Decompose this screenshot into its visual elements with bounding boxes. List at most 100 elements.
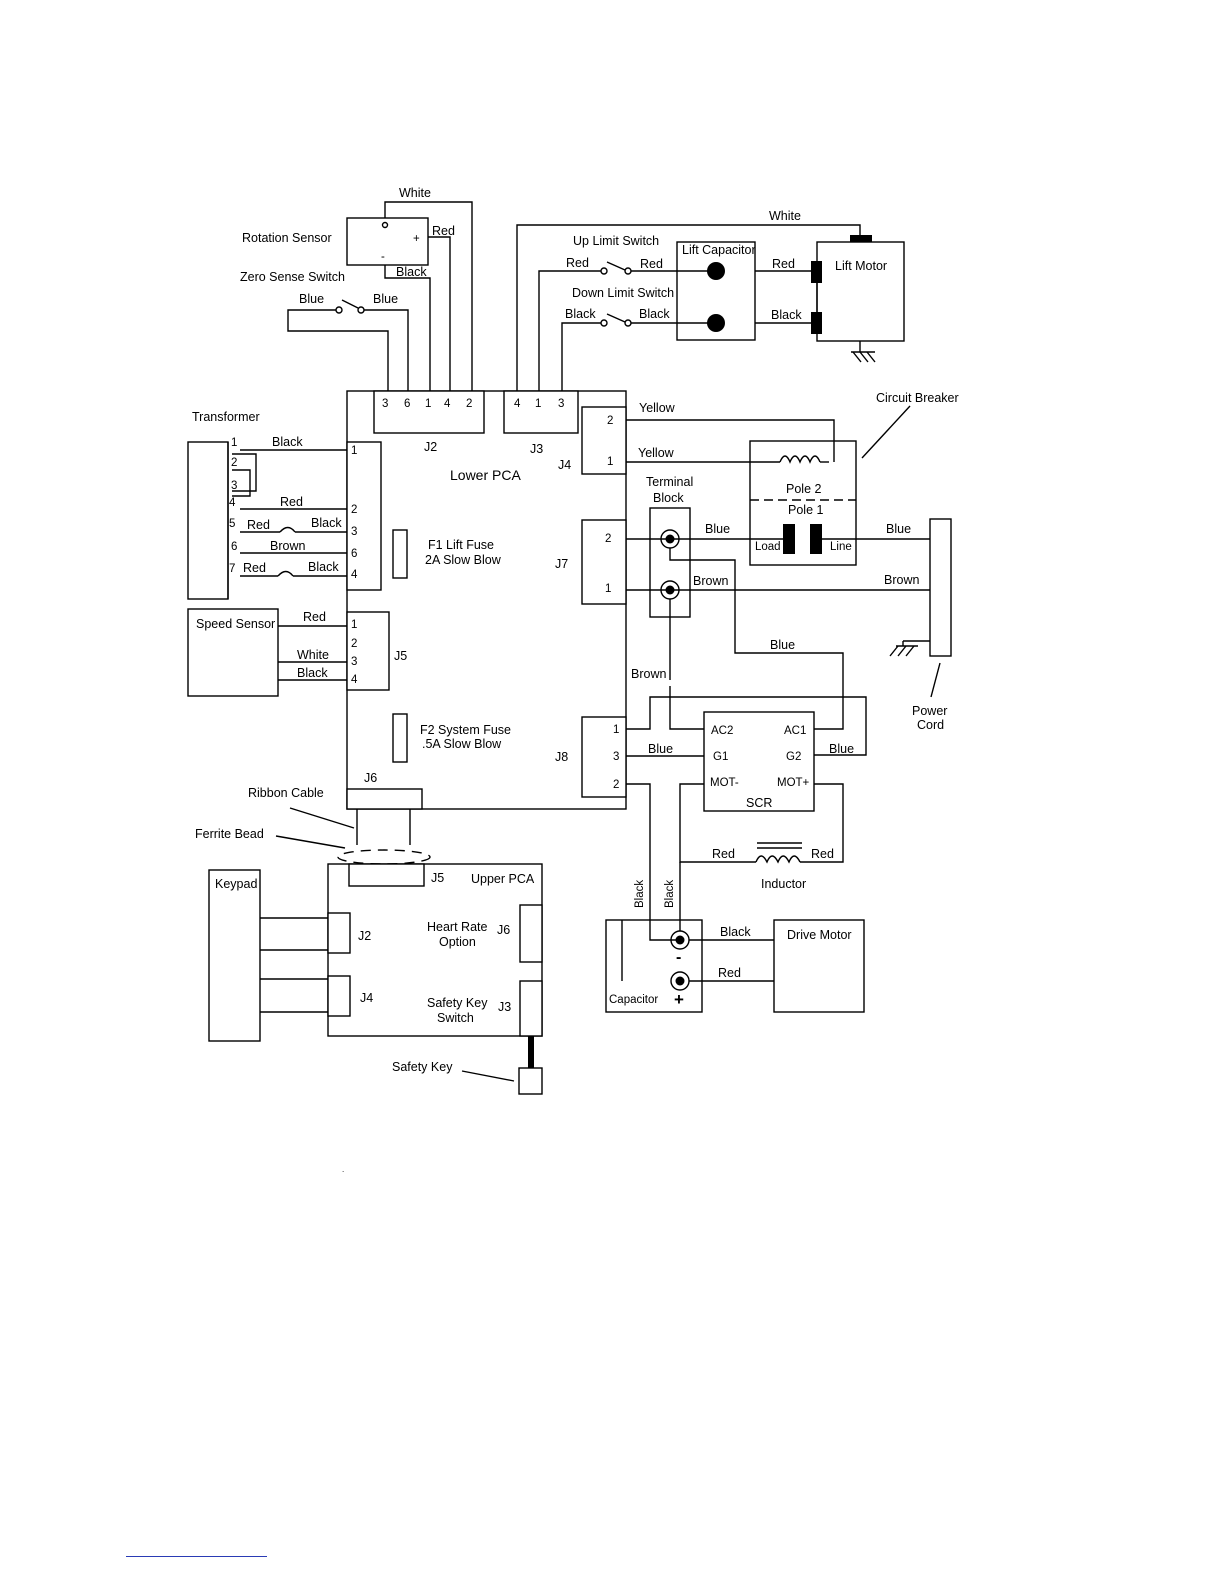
svg-text:1: 1 (613, 724, 619, 736)
svg-text:Red: Red (640, 257, 663, 271)
svg-text:J2: J2 (358, 929, 371, 943)
svg-text:J6: J6 (364, 771, 377, 785)
terminal-block: Terminal Block (646, 475, 693, 618)
transformer: Transformer 1 2 3 4 5 6 7 (187, 410, 260, 600)
svg-text:+: + (674, 990, 684, 1009)
svg-text:Black: Black (565, 307, 596, 321)
j4-connector (581, 406, 627, 475)
svg-text:Upper PCA: Upper PCA (471, 872, 535, 886)
svg-text:2: 2 (613, 779, 619, 791)
svg-text:Yellow: Yellow (638, 446, 675, 460)
svg-text:Pole 2: Pole 2 (786, 482, 821, 496)
svg-text:3: 3 (382, 398, 388, 410)
inductor: Inductor (755, 842, 806, 891)
j8-connector (581, 716, 627, 798)
svg-text:AC1: AC1 (784, 725, 806, 737)
svg-text:Terminal: Terminal (646, 475, 693, 489)
down-limit-switch: Down Limit Switch Black Black (561, 286, 716, 391)
svg-text:G2: G2 (786, 751, 801, 763)
svg-text:2: 2 (466, 398, 472, 410)
j7-connector (581, 519, 627, 605)
svg-text:Pole 1: Pole 1 (788, 503, 823, 517)
svg-text:3: 3 (351, 656, 357, 668)
wire-red-rotation (428, 236, 451, 391)
svg-text:Blue: Blue (299, 292, 324, 306)
svg-text:Black: Black (639, 307, 670, 321)
svg-text:Ribbon Cable: Ribbon Cable (248, 786, 324, 800)
svg-text:AC2: AC2 (711, 725, 733, 737)
svg-text:Black: Black (297, 666, 328, 680)
svg-text:Blue: Blue (648, 742, 673, 756)
svg-text:Keypad: Keypad (215, 877, 257, 891)
svg-text:Drive Motor: Drive Motor (787, 928, 852, 942)
svg-text:1: 1 (351, 619, 357, 631)
svg-text:Black: Black (311, 516, 342, 530)
svg-text:Red: Red (718, 966, 741, 980)
svg-text:J4: J4 (558, 458, 571, 472)
svg-text:4: 4 (229, 497, 236, 509)
svg-text:Yellow: Yellow (639, 401, 676, 415)
svg-text:Up Limit Switch: Up Limit Switch (573, 234, 659, 248)
svg-text:Ferrite Bead: Ferrite Bead (195, 827, 264, 841)
svg-text:Brown: Brown (631, 667, 666, 681)
power-cord: Power Cord (889, 518, 952, 732)
svg-text:Power: Power (912, 704, 947, 718)
svg-text:White: White (297, 648, 329, 662)
svg-text:Black: Black (272, 435, 303, 449)
svg-text:1: 1 (607, 456, 613, 468)
lift-capacitor: Lift Capacitor Red Black (676, 241, 812, 341)
zero-sense-label: Zero Sense Switch (240, 270, 345, 284)
rotation-sensor: Rotation Sensor + - (242, 217, 429, 266)
svg-text:Red: Red (811, 847, 834, 861)
svg-text:Red: Red (243, 561, 266, 575)
wire-black-rotation (384, 265, 431, 391)
lift-motor: Lift Motor (811, 241, 905, 363)
rotation-sensor-label: Rotation Sensor (242, 231, 332, 245)
svg-text:J7: J7 (555, 557, 568, 571)
svg-text:4: 4 (351, 569, 358, 581)
svg-text:Black: Black (634, 880, 646, 908)
svg-text:.5A Slow Blow: .5A Slow Blow (422, 737, 502, 751)
svg-text:Option: Option (439, 935, 476, 949)
svg-text:Safety Key: Safety Key (427, 996, 488, 1010)
svg-text:Speed Sensor: Speed Sensor (196, 617, 275, 631)
svg-text:G1: G1 (713, 751, 728, 763)
svg-text:Switch: Switch (437, 1011, 474, 1025)
svg-text:-: - (381, 251, 385, 263)
safety-key: Safety Key (392, 1036, 543, 1095)
svg-text:1: 1 (231, 437, 237, 449)
svg-text:Lift Capacitor: Lift Capacitor (682, 243, 756, 257)
svg-text:Blue: Blue (829, 742, 854, 756)
svg-text:1: 1 (351, 445, 357, 457)
svg-text:Black: Black (720, 925, 751, 939)
svg-text:2: 2 (351, 638, 357, 650)
j5-connector (346, 611, 390, 691)
svg-text:Black: Black (664, 880, 676, 908)
svg-text:-: - (676, 949, 681, 966)
svg-text:3: 3 (613, 751, 619, 763)
svg-text:1: 1 (605, 583, 611, 595)
svg-text:2: 2 (231, 457, 237, 469)
svg-text:Red: Red (247, 518, 270, 532)
svg-text:.: . (342, 1165, 344, 1174)
svg-text:6: 6 (231, 541, 237, 553)
svg-text:2A Slow Blow: 2A Slow Blow (425, 553, 502, 567)
wire-yellow-2 (626, 419, 835, 462)
svg-text:3: 3 (351, 526, 357, 538)
svg-text:SCR: SCR (746, 796, 772, 810)
svg-text:Block: Block (653, 491, 684, 505)
svg-text:Brown: Brown (270, 539, 305, 553)
circuit-breaker: Circuit Breaker Pole 2 Pole 1 Load Line (749, 391, 959, 566)
svg-text:Transformer: Transformer (192, 410, 260, 424)
svg-text:Red: Red (712, 847, 735, 861)
j6-connector (346, 788, 423, 810)
svg-text:2: 2 (607, 415, 613, 427)
svg-text:Blue: Blue (770, 638, 795, 652)
svg-text:MOT+: MOT+ (777, 777, 810, 789)
svg-text:2: 2 (605, 533, 611, 545)
svg-text:Black: Black (396, 265, 427, 279)
svg-text:Heart Rate: Heart Rate (427, 920, 487, 934)
j1-strip (346, 441, 382, 591)
svg-text:J3: J3 (530, 442, 543, 456)
